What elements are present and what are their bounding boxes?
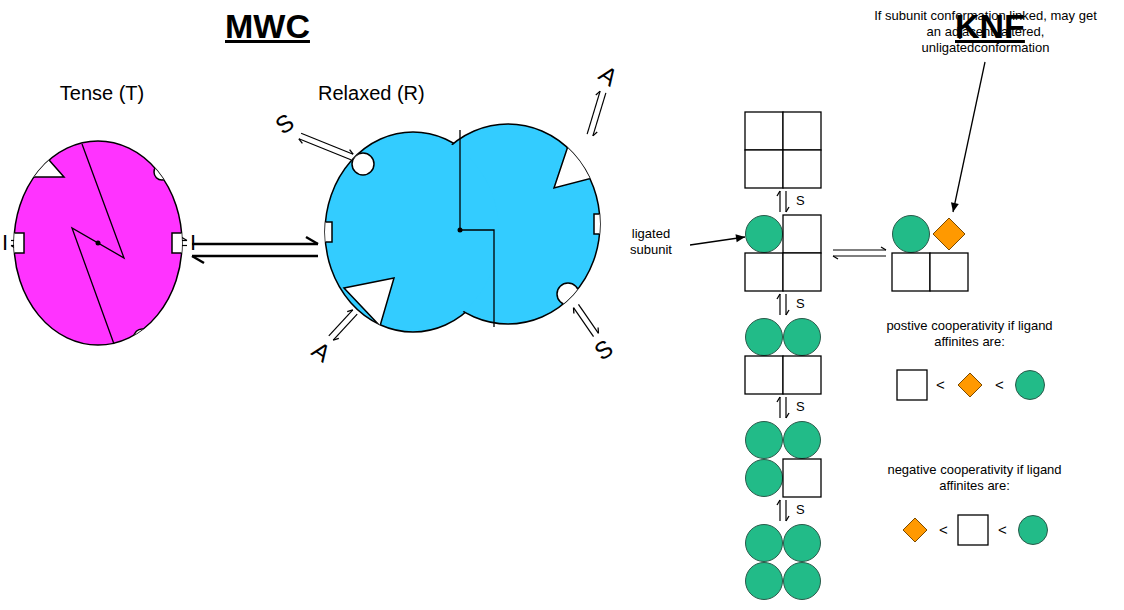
- altered-subunit: [958, 373, 982, 397]
- equilibrium-arrow: [833, 255, 886, 256]
- substrate-label: S: [796, 193, 805, 209]
- equilibrium-arrow: [587, 91, 600, 134]
- unligated-subunit: [892, 253, 930, 291]
- ligand-letter: S: [589, 334, 619, 367]
- altered-subunit: [933, 218, 965, 250]
- unligated-subunit: [783, 112, 821, 150]
- unligated-subunit: [745, 253, 783, 291]
- unligated-subunit: [783, 253, 821, 291]
- comparison-sign: <: [998, 521, 1007, 539]
- substrate-label: S: [796, 296, 805, 312]
- equilibrium-line: [192, 255, 318, 258]
- equilibrium-arrow: [833, 249, 886, 250]
- ligand-letter: I: [190, 230, 196, 256]
- equilibrium-connector: [192, 244, 318, 256]
- tense-state: Tense (T): [12, 82, 192, 352]
- ligated-subunit: [784, 319, 821, 356]
- ligated-subunit: [1019, 516, 1048, 545]
- ligand-letter: A: [593, 60, 623, 93]
- unligated-subunit: [930, 253, 968, 291]
- equilibrium-line: [192, 243, 318, 246]
- altered-subunit: [903, 518, 927, 542]
- comparison-sign: <: [939, 521, 948, 539]
- state-outline: [12, 82, 184, 352]
- equilibrium-arrow: [299, 139, 351, 160]
- unligated-subunit: [783, 150, 821, 188]
- equilibrium-arrow: [333, 314, 357, 340]
- state-heading: Relaxed (R): [318, 82, 616, 105]
- ligand-letter: A: [306, 336, 336, 369]
- equilibrium-arrow: [593, 93, 606, 136]
- equilibrium-arrow: [779, 191, 780, 212]
- equilibrium-arrow: [785, 500, 786, 521]
- leader-line: [690, 237, 745, 245]
- comparison-sign: <: [995, 376, 1004, 394]
- state-outline: [318, 82, 608, 337]
- ligated-subunit: [746, 460, 783, 497]
- equilibrium-arrow: [785, 294, 786, 315]
- relaxed-state: Relaxed (R): [318, 82, 616, 337]
- state-heading: Tense (T): [12, 82, 192, 105]
- ligand-letter: S: [270, 108, 300, 141]
- unligated-subunit: [958, 515, 988, 545]
- ligand-letter: I: [2, 230, 8, 256]
- equilibrium-arrow: [785, 397, 786, 418]
- unligated-subunit: [783, 459, 821, 497]
- equilibrium-arrow: [301, 133, 353, 154]
- ligated-subunit: [1016, 371, 1045, 400]
- unligated-subunit: [745, 112, 783, 150]
- cooperativity-note: postive cooperativity if ligand affinite…: [882, 318, 1057, 349]
- substrate-label: S: [796, 399, 805, 415]
- ligated-subunit: [784, 563, 821, 600]
- equilibrium-arrow: [779, 397, 780, 418]
- ligated-subunit: [746, 563, 783, 600]
- unligated-subunit: [897, 370, 927, 400]
- cooperativity-note: negative cooperativity if ligand affinit…: [882, 462, 1067, 493]
- substrate-label: S: [796, 502, 805, 518]
- ligated-subunit: [746, 422, 783, 459]
- ligated-subunit: [746, 216, 783, 253]
- equilibrium-arrow: [578, 304, 598, 333]
- equilibrium-arrow: [779, 500, 780, 521]
- model-title: MWC: [225, 6, 310, 47]
- callout-note: If subunit conformation linked, may get …: [868, 8, 1103, 56]
- equilibrium-arrow: [785, 191, 786, 212]
- ligated-subunit: [784, 525, 821, 562]
- unligated-subunit: [745, 150, 783, 188]
- callout-note: ligated subunit: [614, 226, 688, 257]
- equilibrium-arrow: [779, 294, 780, 315]
- leader-line: [953, 62, 985, 212]
- ligated-subunit: [746, 525, 783, 562]
- comparison-sign: <: [936, 376, 945, 394]
- ligated-subunit: [746, 319, 783, 356]
- unligated-subunit: [783, 356, 821, 394]
- ligated-subunit: [893, 216, 930, 253]
- unligated-subunit: [745, 356, 783, 394]
- unligated-subunit: [783, 215, 821, 253]
- ligated-subunit: [784, 422, 821, 459]
